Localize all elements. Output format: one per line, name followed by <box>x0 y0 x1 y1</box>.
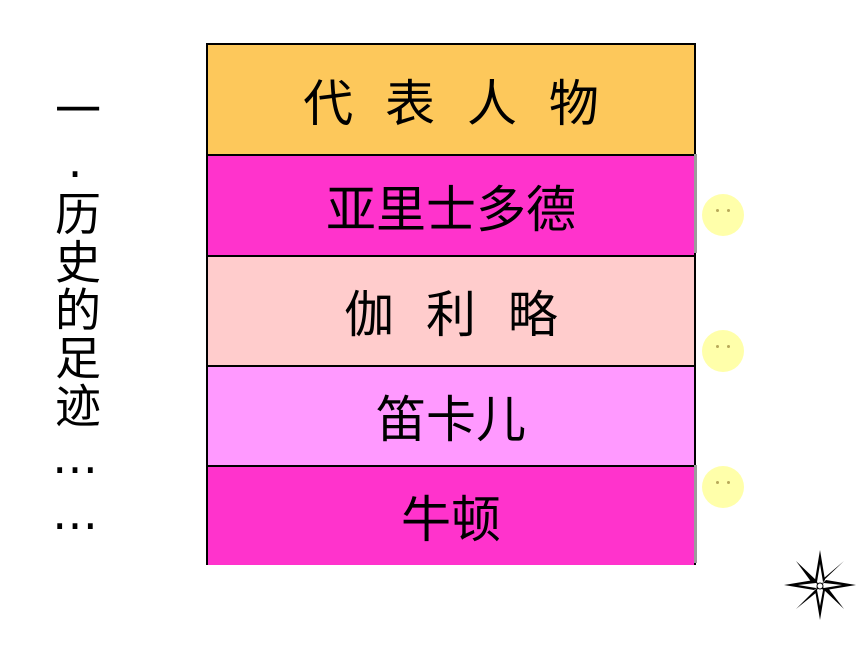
table-row-header: 代 表 人 物 <box>208 45 694 156</box>
table-row-descartes: 笛卡儿 <box>208 367 694 467</box>
smiley-eye <box>727 345 730 348</box>
smiley-icon[interactable] <box>702 330 744 372</box>
row-shadow-line <box>694 465 697 563</box>
smiley-icon[interactable] <box>702 194 744 236</box>
side-title: 一.历史的足迹…… <box>48 86 102 542</box>
row-shadow-line <box>694 154 697 253</box>
table-row-aristotle: 亚里士多德 <box>208 156 694 257</box>
smiley-eye <box>716 481 719 484</box>
figures-table: 代 表 人 物 亚里士多德 伽 利 略 笛卡儿 牛顿 <box>206 43 696 565</box>
smiley-eye <box>716 209 719 212</box>
table-row-newton: 牛顿 <box>208 467 694 565</box>
table-row-galileo: 伽 利 略 <box>208 257 694 367</box>
compass-star-icon[interactable] <box>784 550 856 620</box>
smiley-icon[interactable] <box>702 466 744 508</box>
smiley-eye <box>727 209 730 212</box>
smiley-eye <box>727 481 730 484</box>
smiley-eye <box>716 345 719 348</box>
